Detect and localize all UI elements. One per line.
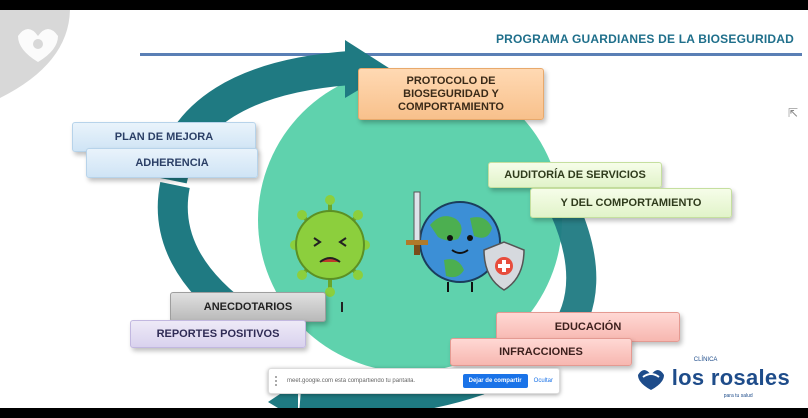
central-circle	[258, 68, 562, 372]
sword-icon	[413, 191, 421, 243]
box-auditoria: AUDITORÍA DE SERVICIOS	[488, 162, 662, 188]
box-comportamiento: Y DEL COMPORTAMIENTO	[530, 188, 732, 218]
cursor-arrow-icon: ⇱	[788, 106, 799, 120]
brand-name: los rosales	[671, 365, 790, 390]
brand-tagline: para tu salud	[723, 393, 753, 399]
brand-sub: CLÍNICA	[693, 357, 718, 363]
virus-illustration	[290, 195, 370, 312]
box-protocolo: PROTOCOLO DE BIOSEGURIDAD Y COMPORTAMIEN…	[358, 68, 544, 120]
slide: PROGRAMA GUARDIANES DE LA BIOSEGURIDAD	[0, 10, 808, 408]
brand-logo: los rosales CLÍNICA para tu salud	[634, 357, 790, 399]
box-adherencia: ADHERENCIA	[86, 148, 258, 178]
box-anecdotarios: ANECDOTARIOS	[170, 292, 326, 322]
title-underline	[140, 53, 802, 56]
drag-handle-icon[interactable]	[275, 376, 281, 386]
box-reportes-positivos: REPORTES POSITIVOS	[130, 320, 306, 348]
hide-button[interactable]: Ocultar	[533, 378, 553, 384]
earth-guardian-illustration	[406, 191, 525, 292]
screen-share-bar: meet.google.com está compartiendo tu pan…	[268, 368, 560, 394]
box-infracciones: INFRACCIONES	[450, 338, 632, 366]
stop-sharing-button[interactable]: Dejar de compartir	[462, 374, 528, 388]
share-message: meet.google.com está compartiendo tu pan…	[287, 378, 416, 384]
page-title: PROGRAMA GUARDIANES DE LA BIOSEGURIDAD	[495, 32, 794, 46]
heart-logo-icon	[637, 370, 664, 390]
box-educacion: EDUCACIÓN	[496, 312, 680, 342]
heart-hand-logo-icon	[0, 10, 70, 98]
